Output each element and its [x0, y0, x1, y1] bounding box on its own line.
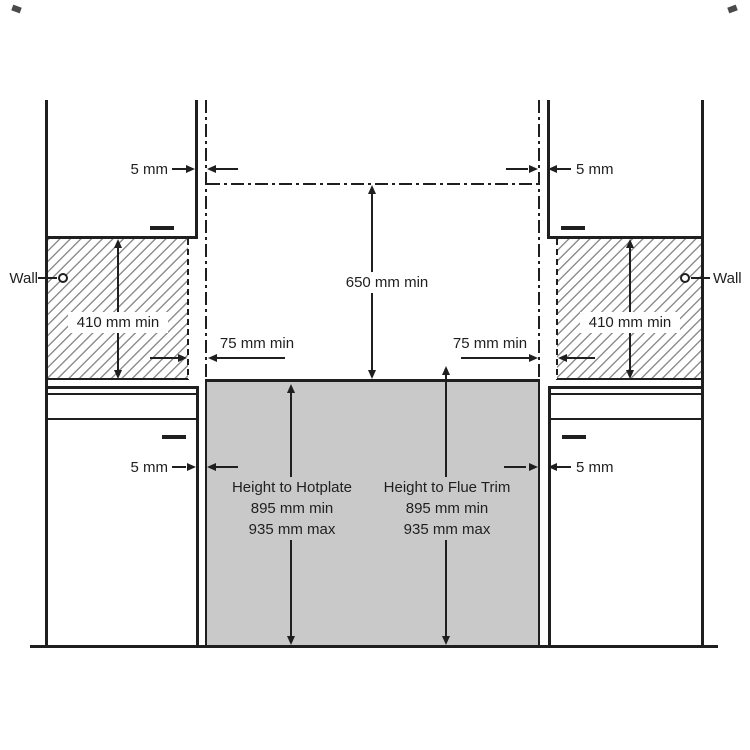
- side-clearance-label-right: 410 mm min: [580, 312, 680, 333]
- wall-leader-right: [691, 277, 710, 279]
- dim-line: [506, 168, 528, 170]
- worktop-right-top: [548, 386, 704, 389]
- gap-label-mid-left: 5 mm: [130, 459, 169, 476]
- gap-label-top-left: 5 mm: [130, 161, 169, 178]
- arrowhead-up: [626, 239, 634, 248]
- flue-trim-height-min: 895 mm min: [405, 500, 489, 517]
- dim-line-side-right: [629, 248, 631, 372]
- arrowhead-right: [529, 165, 538, 173]
- arrowhead-left: [548, 463, 557, 471]
- upper-cabinet-right-bottom: [547, 236, 704, 239]
- arrowhead-right: [187, 463, 196, 471]
- arrowhead-down: [114, 370, 122, 379]
- dim-line: [172, 168, 186, 170]
- arrowhead-up: [368, 185, 376, 194]
- worktop-right-bottom: [548, 393, 704, 395]
- arrowhead-right: [178, 354, 187, 362]
- arrowhead-right: [529, 354, 538, 362]
- lower-cabinet-right-side: [548, 386, 551, 646]
- upper-cabinet-left-side: [195, 100, 198, 239]
- hob-side-clearance-label-right: 75 mm min: [452, 335, 528, 352]
- wall-line-left: [45, 100, 48, 647]
- arrowhead-left: [558, 354, 567, 362]
- hob-side-clearance-label-left: 75 mm min: [219, 335, 295, 352]
- hatch-bottom-line-left: [48, 378, 188, 380]
- dim-line: [557, 168, 571, 170]
- flue-trim-height-title: Height to Flue Trim: [383, 479, 511, 496]
- flue-trim-height-max: 935 mm max: [403, 521, 491, 538]
- dim-line-side-left: [117, 248, 119, 372]
- min-overhead-level-line: [207, 183, 539, 185]
- lower-cabinet-right-drawer-line: [548, 418, 704, 420]
- dim-line: [504, 466, 526, 468]
- scan-artifact-right: [727, 4, 738, 14]
- overhead-clearance-label: 650 mm min: [332, 272, 442, 293]
- dim-line: [217, 357, 285, 359]
- lower-cabinet-left-handle: [162, 435, 186, 439]
- dim-line: [557, 466, 571, 468]
- arrowhead-up: [287, 384, 295, 393]
- dim-line: [461, 357, 529, 359]
- lower-cabinet-left-side: [196, 386, 199, 646]
- floor-line: [30, 645, 718, 648]
- arrowhead-up: [442, 366, 450, 375]
- dim-line: [172, 466, 186, 468]
- wall-leader-left: [38, 277, 57, 279]
- scan-artifact-left: [11, 4, 22, 14]
- worktop-left-top: [45, 386, 199, 389]
- wall-marker-right: [680, 273, 690, 283]
- hotplate-height-max: 935 mm max: [248, 521, 336, 538]
- wall-line-right: [701, 100, 704, 647]
- arrowhead-down: [368, 370, 376, 379]
- hotplate-height-text: Height to Hotplate 895 mm min 935 mm max: [216, 477, 368, 540]
- side-clearance-label-left: 410 mm min: [68, 312, 168, 333]
- arrowhead-down: [626, 370, 634, 379]
- lower-cabinet-left-drawer-line: [45, 418, 199, 420]
- hotplate-height-min: 895 mm min: [250, 500, 334, 517]
- arrowhead-left: [207, 463, 216, 471]
- arrowhead-right: [529, 463, 538, 471]
- upper-cabinet-left-bottom: [45, 236, 198, 239]
- dim-line: [567, 357, 595, 359]
- worktop-left-bottom: [45, 393, 199, 395]
- arrowhead-left: [207, 165, 216, 173]
- arrowhead-up: [114, 239, 122, 248]
- arrowhead-down: [287, 636, 295, 645]
- arrowhead-left: [208, 354, 217, 362]
- dim-line: [216, 168, 238, 170]
- arrowhead-right: [186, 165, 195, 173]
- hatch-inner-boundary-left: [187, 239, 189, 380]
- appliance-boundary-right: [538, 100, 540, 380]
- appliance-boundary-left: [205, 100, 207, 380]
- dim-line: [150, 357, 178, 359]
- arrowhead-down: [442, 636, 450, 645]
- hotplate-height-title: Height to Hotplate: [231, 479, 353, 496]
- flue-trim-height-text: Height to Flue Trim 895 mm min 935 mm ma…: [371, 477, 523, 540]
- lower-cabinet-right-handle: [562, 435, 586, 439]
- upper-cabinet-left-handle: [150, 226, 174, 230]
- wall-label-right: Wall: [713, 270, 742, 287]
- wall-marker-left: [58, 273, 68, 283]
- dim-line: [216, 466, 238, 468]
- gap-label-top-right: 5 mm: [576, 161, 614, 178]
- arrowhead-left: [548, 165, 557, 173]
- wall-label-left: Wall: [9, 270, 38, 287]
- gap-label-mid-right: 5 mm: [576, 459, 614, 476]
- hatch-bottom-line-right: [557, 378, 701, 380]
- hatch-inner-boundary-right: [556, 239, 558, 380]
- upper-cabinet-right-handle: [561, 226, 585, 230]
